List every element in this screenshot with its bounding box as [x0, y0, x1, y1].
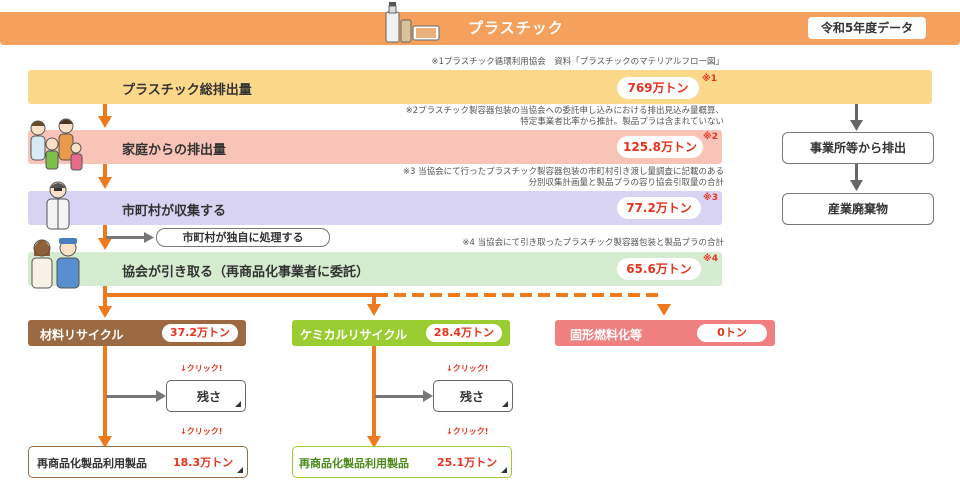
plastic-items-icon [383, 0, 443, 44]
total-emission-label: プラスチック総排出量 [122, 83, 252, 98]
product-chemical-link[interactable]: 再商品化製品利用製品 25.1万トン [292, 446, 512, 478]
page-title: プラスチック [468, 19, 564, 37]
note-3-line-2: 分別収集計画量と製品プラの容り協会引取量の合計 [528, 178, 724, 188]
click-hint-residue-chemical: ↓クリック! [446, 364, 489, 373]
product-chemical-label: 再商品化製品利用製品 [299, 457, 409, 470]
municipal-collection-mark: ※3 [703, 193, 719, 203]
residue-material-label: 残さ [197, 390, 222, 404]
residue-chemical-link[interactable]: 残さ [433, 380, 513, 412]
association-staff-illustration [26, 234, 86, 294]
material-recycle-label: 材料リサイクル [40, 328, 124, 342]
business-emission-box: 事業所等から排出 [782, 132, 934, 164]
note-2-line-1: ※2プラスチック製容器包装の当協会への委託申し込みにおける排出見込み量概算、 [405, 106, 724, 116]
household-emission-value: 125.8万トン [617, 136, 703, 158]
product-material-label: 再商品化製品利用製品 [37, 457, 147, 470]
residue-chemical-label: 残さ [460, 390, 485, 404]
chemical-recycle-label: ケミカルリサイクル [300, 328, 408, 342]
total-emission-value: 769万トン [617, 77, 699, 99]
household-emission-label: 家庭からの排出量 [122, 143, 227, 158]
note-4: ※4 当協会にて引き取ったプラスチック製容器包装と製品プラの合計 [462, 238, 724, 248]
municipal-collection-value: 77.2万トン [617, 197, 701, 219]
header-bar [0, 12, 960, 45]
family-illustration [22, 114, 84, 180]
solid-fuel-label: 固形燃料化等 [570, 328, 643, 342]
municipal-worker-illustration [38, 178, 78, 234]
link-corner-icon [237, 467, 243, 473]
band-total-emission [28, 70, 932, 104]
note-3-line-1: ※3 当協会にて行ったプラスチック製容器包装の市町村引き渡し量調査に記載のある [402, 167, 724, 177]
solid-fuel-value: 0トン [697, 324, 767, 342]
click-hint-residue-material: ↓クリック! [180, 364, 223, 373]
note-1: ※1プラスチック循環利用協会 資料「プラスチックのマテリアルフロー図」 [431, 57, 724, 67]
municipal-collection-label: 市町村が収集する [122, 204, 227, 219]
residue-material-link[interactable]: 残さ [166, 380, 246, 412]
product-material-value: 18.3万トン [173, 456, 234, 469]
click-hint-product-material: ↓クリック! [180, 427, 223, 436]
association-takeover-mark: ※4 [703, 254, 719, 264]
municipal-own-processing: 市町村が独自に処理する [156, 228, 330, 247]
total-emission-mark: ※1 [702, 74, 718, 84]
note-2-line-2: 特定事業者比率から推計。製品プラは含まれていない [520, 117, 724, 127]
link-corner-icon [501, 467, 507, 473]
link-corner-icon [235, 401, 241, 407]
click-hint-product-chemical: ↓クリック! [446, 427, 489, 436]
product-chemical-value: 25.1万トン [437, 456, 498, 469]
product-material-link[interactable]: 再商品化製品利用製品 18.3万トン [28, 446, 248, 478]
association-takeover-value: 65.6万トン [617, 258, 701, 280]
association-takeover-label: 協会が引き取る（再商品化事業者に委託） [122, 265, 370, 280]
chemical-recycle-value: 28.4万トン [426, 324, 502, 342]
household-emission-mark: ※2 [703, 132, 719, 142]
material-recycle-value: 37.2万トン [162, 324, 238, 342]
link-corner-icon [502, 401, 508, 407]
industrial-waste-box: 産業廃棄物 [782, 193, 934, 225]
year-badge: 令和5年度データ [808, 17, 926, 39]
band-municipal-collection [28, 191, 722, 225]
band-association-takeover [28, 252, 722, 286]
band-household-emission [28, 130, 722, 164]
